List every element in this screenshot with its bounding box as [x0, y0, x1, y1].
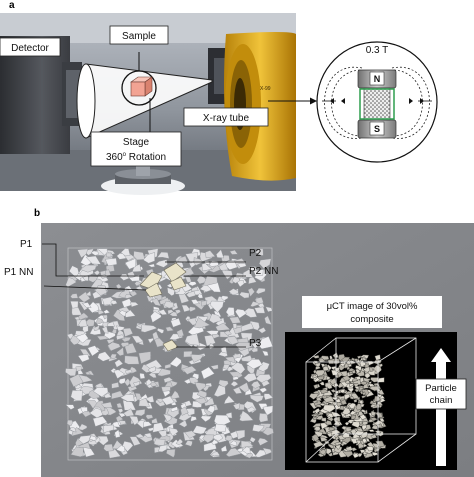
sample-cube [130, 76, 153, 97]
inset-title: μCT image of 30vol% composite [302, 296, 442, 328]
highlighted-particles [139, 262, 187, 352]
label-p2-nn: P2 NN [249, 266, 278, 277]
svg-text:S: S [374, 124, 380, 134]
label-p3: P3 [249, 338, 262, 349]
chain-label-box [415, 378, 467, 410]
stage-label: Stage 360o Rotation [90, 131, 182, 167]
svg-text:360o Rotation: 360o Rotation [106, 152, 166, 163]
svg-text:Stage: Stage [123, 137, 150, 148]
particle-leader-lines [42, 243, 246, 348]
label-p1: P1 [20, 239, 33, 250]
beam-end-ellipse [76, 63, 96, 139]
inset-wireframe-cube [305, 337, 417, 463]
particle-p2-nn [169, 276, 187, 291]
svg-text:μCT image of 30vol%: μCT image of 30vol% [327, 301, 418, 312]
magnet-schematic: 0.3 T N S [316, 41, 438, 163]
chain-label-line1: Particle [425, 383, 457, 394]
chain-label-line2: chain [430, 395, 453, 406]
svg-text:X-ray tube: X-ray tube [203, 113, 250, 124]
label-p2: P2 [249, 248, 262, 259]
particle-p1-nn [144, 282, 163, 298]
particle-p2 [163, 262, 187, 283]
particle-cloud [65, 247, 274, 461]
xray-tube-body: X-99 [208, 32, 296, 181]
xray-tube-label: X-ray tube [183, 107, 269, 127]
svg-text:N: N [374, 74, 381, 84]
field-strength-label: 0.3 T [366, 45, 389, 56]
ct-volume-box [67, 247, 273, 461]
svg-text:Detector: Detector [11, 43, 49, 54]
sample-label: Sample [109, 25, 169, 45]
magnet-sample [363, 87, 391, 121]
svg-text:composite: composite [350, 314, 393, 325]
detector-label: Detector [0, 37, 61, 57]
label-p1-nn: P1 NN [4, 267, 33, 278]
panel-b-letter: b [34, 208, 40, 219]
sample-holder-outline [359, 88, 395, 120]
svg-text:Sample: Sample [122, 31, 156, 42]
inset-ct-image: Particle chain [285, 332, 467, 470]
svg-text:X-99: X-99 [260, 86, 271, 92]
panel-a-letter: a [9, 0, 15, 11]
